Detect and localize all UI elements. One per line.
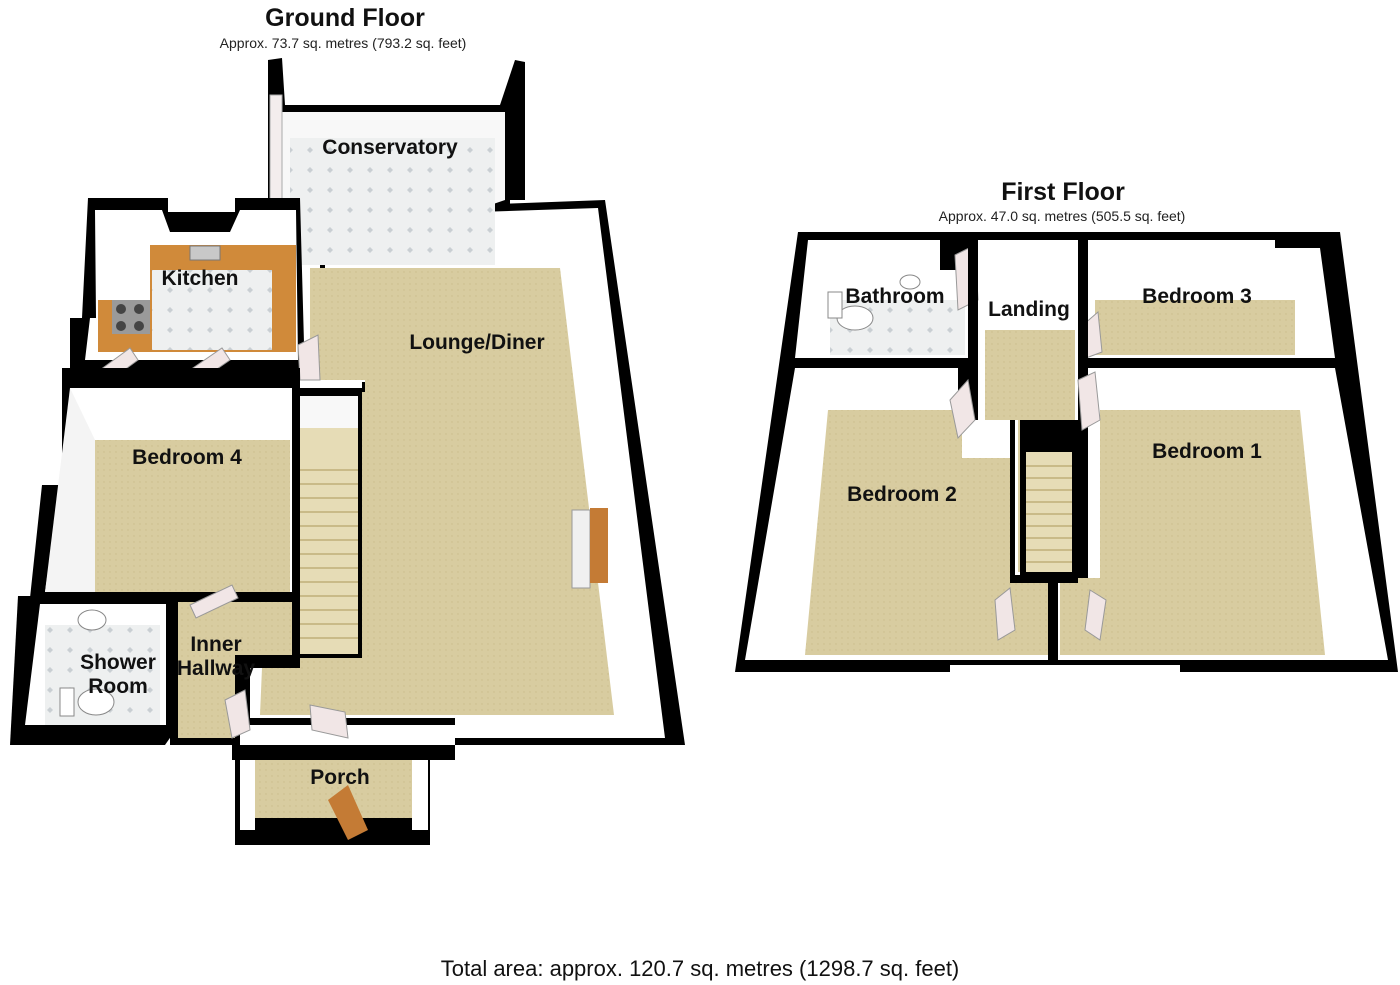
- porch-label: Porch: [310, 766, 370, 789]
- conservatory-room: [268, 58, 525, 265]
- inner-hallway-label-line1: Inner: [190, 633, 241, 656]
- ground-floor-staircase: [292, 390, 362, 658]
- inner-hallway: [170, 584, 300, 745]
- bedroom-2-room: [745, 368, 1050, 660]
- shower-room: [10, 596, 172, 745]
- ground-floor-area: Approx. 73.7 sq. metres (793.2 sq. feet): [219, 35, 467, 51]
- bedroom-3-label: Bedroom 3: [1142, 285, 1252, 308]
- ground-floor-title: Ground Floor: [265, 4, 425, 32]
- conservatory-label: Conservatory: [322, 136, 458, 159]
- shower-room-label-line1: Shower: [80, 651, 156, 674]
- first-floor-plan: [735, 232, 1398, 672]
- shower-room-label-line2: Room: [88, 675, 148, 698]
- porch-room: [232, 704, 455, 845]
- landing-label: Landing: [988, 298, 1070, 321]
- first-floor-staircase: [1020, 420, 1078, 575]
- kitchen-label: Kitchen: [161, 267, 238, 290]
- inner-hallway-label-line2: Hallway: [177, 657, 256, 680]
- bedroom-4-room: [30, 368, 300, 598]
- bedroom-1-label: Bedroom 1: [1152, 440, 1262, 463]
- kitchen-room: [70, 198, 305, 380]
- bedroom-1-room: [1058, 368, 1388, 660]
- first-floor-title: First Floor: [1001, 178, 1125, 206]
- lounge-diner-label: Lounge/Diner: [409, 331, 544, 354]
- bathroom-label: Bathroom: [845, 285, 944, 308]
- bedroom-2-label: Bedroom 2: [847, 483, 957, 506]
- ground-floor-plan: [10, 58, 685, 845]
- room-labels: Conservatory Kitchen Lounge/Diner Bedroo…: [80, 136, 1262, 789]
- total-area: Total area: approx. 120.7 sq. metres (12…: [440, 956, 960, 981]
- bedroom-4-label: Bedroom 4: [132, 446, 242, 469]
- bathroom-room: [795, 240, 968, 358]
- first-floor-area: Approx. 47.0 sq. metres (505.5 sq. feet): [938, 208, 1186, 224]
